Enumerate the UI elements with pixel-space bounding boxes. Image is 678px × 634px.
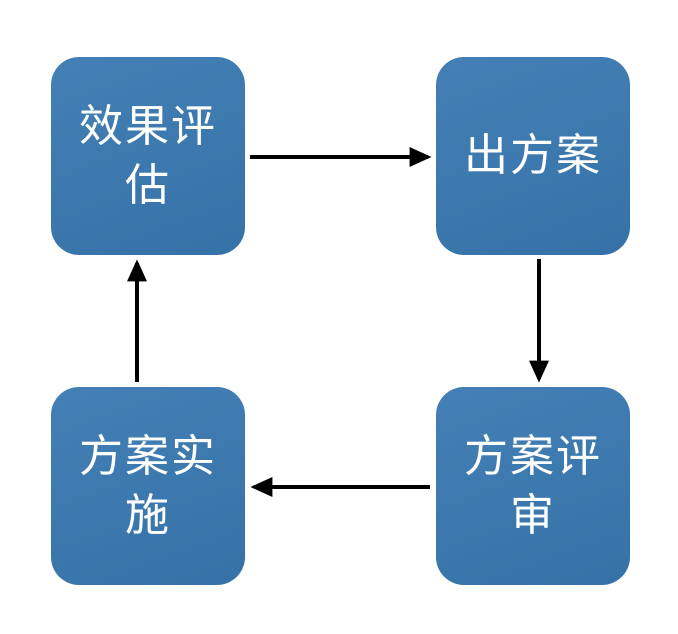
node-plan-review: 方案评审 bbox=[436, 387, 630, 585]
node-plan-implementation: 方案实施 bbox=[51, 387, 245, 585]
node-label: 方案评审 bbox=[464, 431, 602, 540]
node-label: 方案实施 bbox=[79, 431, 217, 540]
node-effect-evaluation: 效果评估 bbox=[51, 57, 245, 255]
node-label: 效果评估 bbox=[79, 101, 217, 210]
node-label: 出方案 bbox=[464, 131, 602, 181]
node-produce-plan: 出方案 bbox=[436, 57, 630, 255]
